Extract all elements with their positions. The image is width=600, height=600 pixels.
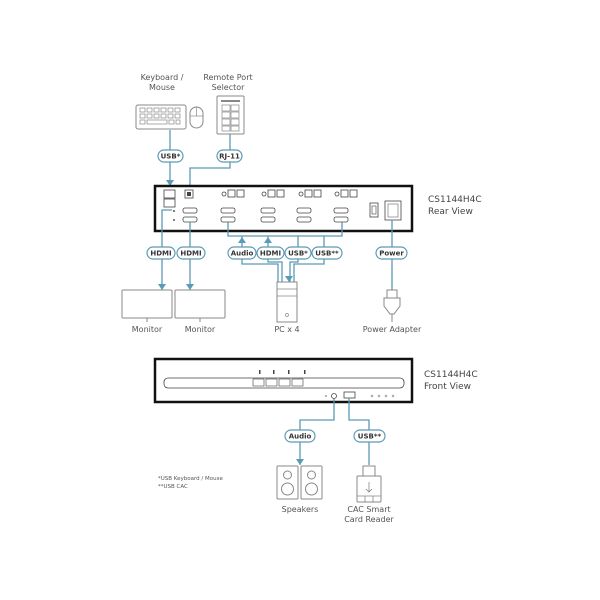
svg-text:HDMI: HDMI bbox=[150, 250, 171, 258]
arrow-down-icon bbox=[158, 284, 166, 290]
pc-tower-icon bbox=[276, 281, 298, 323]
hdmi1-pill: HDMI bbox=[146, 246, 176, 260]
front-chassis bbox=[153, 357, 414, 404]
usb-pc-pill: USB* bbox=[284, 246, 312, 260]
hdmi2-pill: HDMI bbox=[176, 246, 206, 260]
arrow-down-icon bbox=[186, 284, 194, 290]
svg-text:USB**: USB** bbox=[358, 433, 382, 441]
front-model-label: CS1144H4C bbox=[424, 370, 478, 380]
footnote-1: *USB Keyboard / Mouse bbox=[158, 476, 223, 482]
svg-text:Audio: Audio bbox=[231, 250, 254, 258]
keyboard-mouse-label-2: Mouse bbox=[149, 83, 175, 92]
rear-view-label: Rear View bbox=[428, 207, 473, 217]
svg-text:HDMI: HDMI bbox=[180, 250, 201, 258]
hdmi-pc-pill: HDMI bbox=[256, 246, 285, 260]
power-pill: Power bbox=[375, 246, 408, 260]
power-plug-icon bbox=[383, 289, 401, 322]
cac-label-2: Card Reader bbox=[344, 515, 394, 524]
rj11-pill: RJ-11 bbox=[216, 149, 243, 163]
front-view-label: Front View bbox=[424, 382, 471, 392]
monitor-1-label: Monitor bbox=[132, 325, 163, 334]
remote-port-label-2: Selector bbox=[212, 83, 246, 92]
audio-pc-pill: Audio bbox=[227, 246, 257, 260]
monitor-2-label: Monitor bbox=[185, 325, 216, 334]
rear-model-label: CS1144H4C bbox=[428, 195, 482, 205]
svg-text:Power: Power bbox=[379, 250, 404, 258]
svg-text:HDMI: HDMI bbox=[260, 250, 281, 258]
rear-chassis bbox=[153, 184, 414, 233]
arrow-up-icon bbox=[238, 237, 246, 243]
svg-text:Audio: Audio bbox=[289, 433, 312, 441]
svg-text:USB*: USB* bbox=[161, 153, 181, 161]
power-adapter-label: Power Adapter bbox=[363, 325, 422, 334]
remote-port-label-1: Remote Port bbox=[203, 73, 252, 82]
cac-label-1: CAC Smart bbox=[347, 505, 390, 514]
remote-port-selector-icon bbox=[216, 95, 245, 135]
audio-front-pill: Audio bbox=[284, 429, 316, 443]
arrow-down-icon bbox=[296, 459, 304, 465]
usb2-pc-pill: USB** bbox=[311, 246, 343, 260]
arrow-down-icon bbox=[166, 180, 174, 186]
mouse-icon bbox=[189, 106, 204, 129]
pc-bus-cable bbox=[227, 222, 343, 237]
svg-text:USB*: USB* bbox=[288, 250, 308, 258]
keyboard-icon bbox=[135, 104, 187, 130]
card-reader-icon bbox=[356, 465, 382, 503]
svg-text:USB**: USB** bbox=[315, 250, 339, 258]
hdmi1-cable bbox=[161, 209, 172, 290]
pc-cables bbox=[241, 236, 325, 282]
footnote-2: **USB CAC bbox=[158, 484, 188, 490]
speakers-icon bbox=[276, 465, 323, 500]
arrow-up-icon bbox=[264, 237, 272, 243]
svg-text:RJ-11: RJ-11 bbox=[219, 153, 240, 161]
pc-label: PC x 4 bbox=[274, 325, 299, 334]
usb-front-pill: USB** bbox=[353, 429, 386, 443]
arrow-down-icon bbox=[285, 276, 293, 282]
monitor-icon bbox=[121, 289, 173, 322]
speakers-label: Speakers bbox=[282, 505, 319, 514]
monitor-icon bbox=[174, 289, 226, 322]
keyboard-mouse-label-1: Keyboard / bbox=[141, 73, 184, 82]
usb-kb-pill: USB* bbox=[157, 149, 184, 163]
